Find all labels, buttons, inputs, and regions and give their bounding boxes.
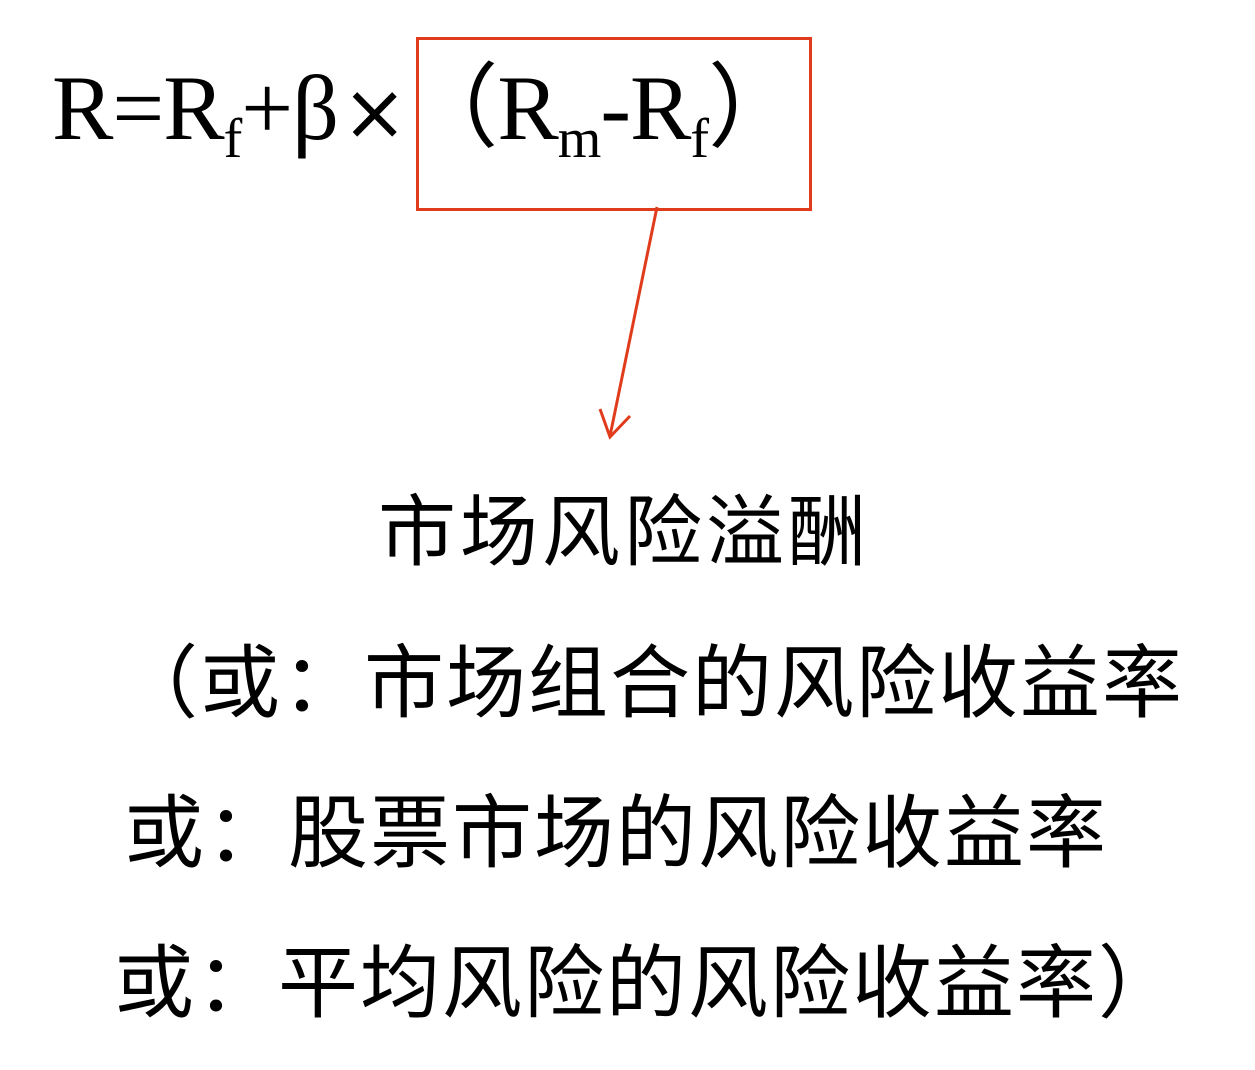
rf2-base: R bbox=[629, 57, 691, 159]
open-paren: （ bbox=[406, 57, 498, 159]
formula-lhs: R bbox=[52, 57, 113, 159]
formula-plus: + bbox=[241, 57, 293, 159]
annotation-alternative-2: 或：股票市场的风险收益率 bbox=[124, 787, 1108, 880]
formula-minus: - bbox=[600, 57, 631, 159]
rm-subscript: m bbox=[557, 108, 602, 170]
close-paren: ） bbox=[707, 57, 800, 159]
formula-equals: = bbox=[112, 57, 164, 159]
formula-beta: β bbox=[292, 57, 339, 159]
annotation-title: 市场风险溢酬 bbox=[378, 488, 871, 578]
highlight-box bbox=[416, 37, 812, 211]
capm-formula: R=Rf+β×（Rm-Rf） bbox=[52, 62, 800, 167]
risk-free-rate: Rf bbox=[163, 57, 242, 167]
annotation-alternative-3: 或：平均风险的风险收益率） bbox=[114, 937, 1180, 1030]
annotation-alternative-1: （或：市场组合的风险收益率 bbox=[118, 637, 1184, 730]
formula-times: × bbox=[342, 68, 407, 158]
rf2-subscript: f bbox=[690, 108, 709, 170]
rf-base: R bbox=[163, 57, 224, 159]
rm-base: R bbox=[497, 57, 558, 159]
market-risk-premium-term: （Rm-Rf） bbox=[406, 57, 800, 167]
rf-subscript: f bbox=[223, 108, 243, 170]
